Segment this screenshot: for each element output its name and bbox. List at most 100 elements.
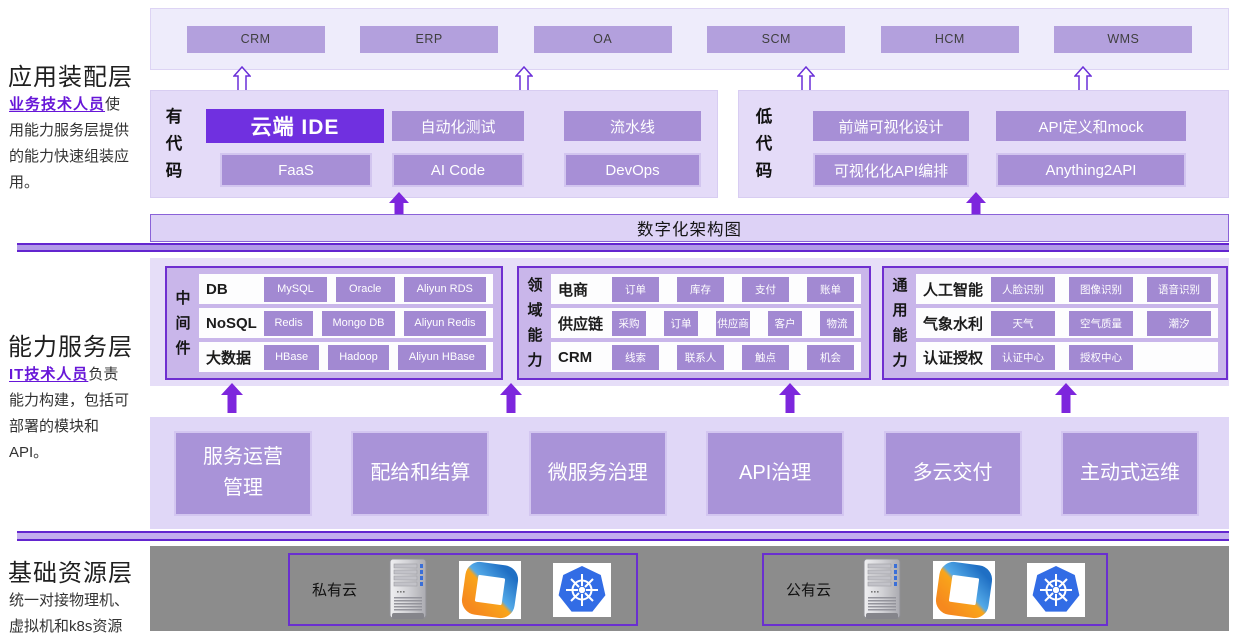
infrastructure-strip: 私有云 (150, 546, 1229, 631)
svc-proactive-ops: 主动式运维 (1060, 430, 1199, 516)
svc-label: API治理 (739, 461, 812, 484)
role-highlight-business: 业务技术人员 (9, 96, 106, 113)
row-label: NoSQL (206, 314, 257, 332)
row-bigdata: 大数据 HBase Hadoop Aliyun HBase (199, 342, 493, 372)
up-arrow-outline-icon (233, 66, 251, 92)
svc-label: 多云交付 (912, 461, 993, 484)
chip-touchpoint: 触点 (742, 344, 789, 370)
capability-band: 中间件 DB MySQL Oracle Aliyun RDS NoSQL Red… (150, 258, 1229, 386)
chip-aliyun-hbase: Aliyun HBase (397, 344, 486, 370)
group-rows: 人工智能 人脸识别 图像识别 语音识别 气象水利 天气 空气质量 潮汐 (916, 268, 1226, 378)
group-general-capability: 通用能力 人工智能 人脸识别 图像识别 语音识别 气象水利 天气 空气质量 潮汐 (882, 266, 1228, 380)
box-frontend-visual-design: 前端可视化设计 (813, 111, 969, 141)
private-cloud-label: 私有云 (312, 582, 358, 599)
up-arrow-icon (221, 383, 243, 413)
box-pipeline: 流水线 (564, 111, 701, 141)
chip-order: 订单 (612, 276, 659, 302)
chips: Redis Mongo DB Aliyun Redis (264, 310, 487, 336)
app-box-erp: ERP (360, 25, 499, 53)
box-faas: FaaS (220, 153, 372, 187)
chips: 天气 空气质量 潮汐 (991, 310, 1211, 336)
up-arrow-outline-icon (1074, 66, 1092, 92)
app-box-crm: CRM (186, 25, 325, 53)
svc-label: 微服务治理 (547, 461, 648, 484)
chips: 订单 库存 支付 账单 (612, 276, 854, 302)
svc-label: 主动式运维 (1079, 461, 1180, 484)
chip-opportunity: 机会 (807, 344, 854, 370)
svc-allocation-settlement: 配给和结算 (351, 430, 490, 516)
up-arrow-outline-icon (515, 66, 533, 92)
application-panel: CRM ERP OA SCM HCM WMS (150, 8, 1229, 70)
chip-hbase: HBase (264, 344, 320, 370)
chip-order: 订单 (664, 310, 698, 336)
row-crm: CRM 线索 联系人 触点 机会 (551, 342, 861, 372)
row-label: CRM (558, 348, 593, 366)
desc-text: 使用能力服务层提供的能力快速组装应用。 (9, 96, 130, 191)
up-arrow-icon (389, 192, 409, 216)
role-highlight-it: IT技术人员 (9, 366, 89, 383)
row-ecommerce: 电商 订单 库存 支付 账单 (551, 274, 861, 304)
chip-auth-center: 认证中心 (991, 344, 1055, 370)
row-auth: 认证授权 认证中心 授权中心 (916, 342, 1218, 372)
chip-image-recognition: 图像识别 (1069, 276, 1133, 302)
chip-authorization-center: 授权中心 (1069, 344, 1133, 370)
layer-title-infrastructure: 基础资源层 (8, 560, 133, 587)
up-arrow-icon (779, 383, 801, 413)
row-label: DB (206, 280, 228, 298)
chip-hadoop: Hadoop (328, 344, 389, 370)
layer-desc-application: 业务技术人员使用能力服务层提供的能力快速组装应用。 (9, 92, 131, 196)
chip-redis: Redis (264, 310, 314, 336)
chip-aliyun-rds: Aliyun RDS (403, 276, 486, 302)
box-anything2api: Anything2API (996, 153, 1186, 187)
chip-lead: 线索 (612, 344, 659, 370)
up-arrow-icon (500, 383, 522, 413)
box-visual-api-orchestration: 可视化化API编排 (813, 153, 969, 187)
row-label: 认证授权 (923, 349, 984, 367)
box-ai-code: AI Code (392, 153, 524, 187)
chip-oracle: Oracle (335, 276, 395, 302)
svc-multicloud-delivery: 多云交付 (883, 430, 1022, 516)
public-cloud-label: 公有云 (786, 582, 832, 599)
row-weather: 气象水利 天气 空气质量 潮汐 (916, 308, 1218, 338)
chip-mongodb: Mongo DB (322, 310, 395, 336)
group-label-text: 中间件 (175, 289, 191, 357)
up-arrow-icon (966, 192, 986, 216)
vmware-icon (459, 560, 522, 619)
group-domain-capability: 领域能力 电商 订单 库存 支付 账单 供应链 采购 订单 (517, 266, 871, 380)
chip-purchase: 采购 (612, 310, 646, 336)
row-label: 气象水利 (923, 315, 984, 333)
app-box-oa: OA (533, 25, 672, 53)
lowcode-panel: 低代码 前端可视化设计 API定义和mock 可视化化API编排 Anythin… (738, 90, 1229, 198)
chips: 认证中心 授权中心 (991, 344, 1211, 370)
row-ai: 人工智能 人脸识别 图像识别 语音识别 (916, 274, 1218, 304)
group-rows: 电商 订单 库存 支付 账单 供应链 采购 订单 供应商 客户 (551, 268, 869, 378)
chips: MySQL Oracle Aliyun RDS (264, 276, 486, 302)
chips: HBase Hadoop Aliyun HBase (264, 344, 486, 370)
desc-text: 负责能力构建，包括可部署的模块和API。 (9, 366, 130, 461)
procode-label: 有代码 (165, 108, 183, 180)
chips: 采购 订单 供应商 客户 物流 (612, 310, 854, 336)
chip-speech-recognition: 语音识别 (1147, 276, 1211, 302)
group-rows: DB MySQL Oracle Aliyun RDS NoSQL Redis M… (199, 268, 501, 378)
chip-bill: 账单 (807, 276, 854, 302)
chip-mysql: MySQL (264, 276, 327, 302)
chip-tide: 潮汐 (1147, 310, 1211, 336)
chips: 人脸识别 图像识别 语音识别 (991, 276, 1211, 302)
app-box-wms: WMS (1054, 25, 1193, 53)
layer-desc-infrastructure: 统一对接物理机、虚拟机和k8s资源 (9, 588, 131, 640)
chip-aliyun-redis: Aliyun Redis (403, 310, 487, 336)
desc-text: 统一对接物理机、虚拟机和k8s资源 (9, 592, 130, 635)
group-middleware: 中间件 DB MySQL Oracle Aliyun RDS NoSQL Red… (165, 266, 503, 380)
procode-panel: 有代码 云端 IDE 自动化测试 流水线 FaaS AI Code DevOps (150, 90, 718, 198)
layer-desc-capability: IT技术人员负责能力构建，包括可部署的模块和API。 (9, 362, 131, 466)
chip-air-quality: 空气质量 (1069, 310, 1133, 336)
separator-line (17, 243, 1229, 252)
layer-title-capability: 能力服务层 (8, 334, 133, 361)
server-icon (389, 558, 427, 619)
group-label-text: 通用能力 (892, 277, 908, 369)
chip-customer: 客户 (768, 310, 802, 336)
box-api-mock: API定义和mock (996, 111, 1186, 141)
box-devops: DevOps (564, 153, 701, 187)
chip-inventory: 库存 (677, 276, 724, 302)
app-box-scm: SCM (707, 25, 846, 53)
